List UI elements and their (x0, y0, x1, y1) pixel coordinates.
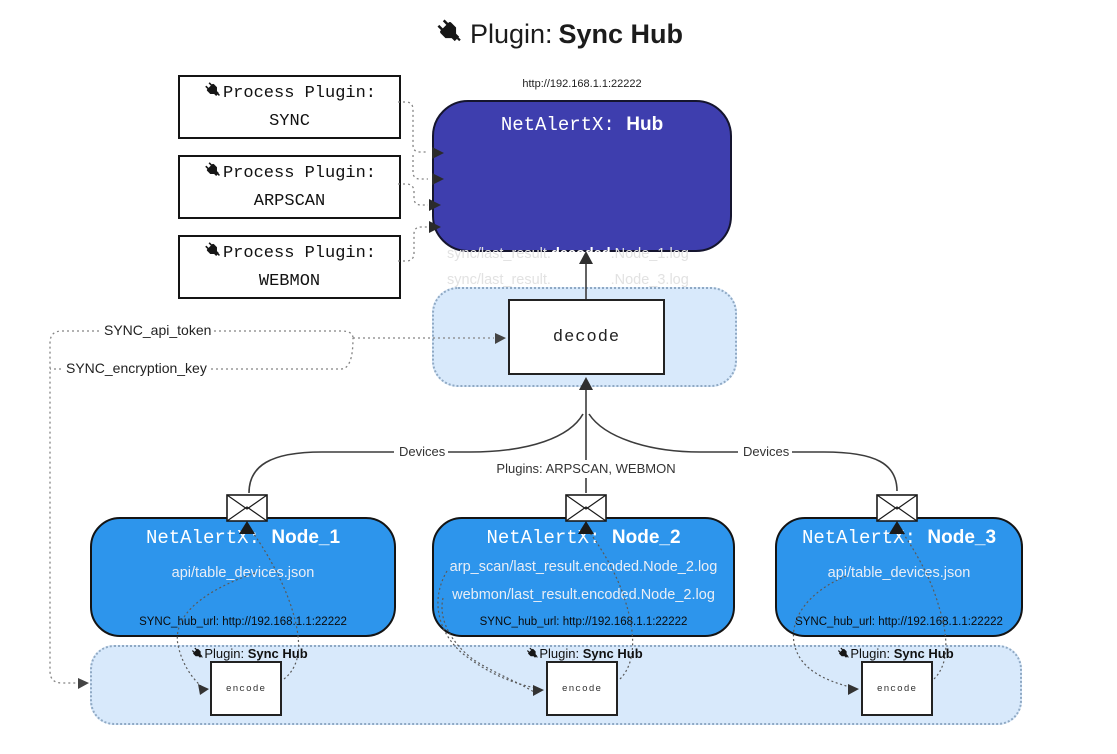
process-plugin-name: WEBMON (258, 271, 321, 291)
title-name: Sync Hub (558, 19, 684, 49)
page-title: Plugin: Sync Hub (0, 16, 1117, 53)
envelope-icon (876, 494, 918, 522)
hub-url-label: http://192.168.1.1:22222 (522, 78, 642, 90)
plugins-edge-label: Plugins: ARPSCAN, WEBMON (493, 461, 679, 476)
plug-icon (203, 160, 223, 189)
process-plugin-name: ARPSCAN (253, 191, 326, 211)
netalertx-hub-box: NetAlertX: Hub sync/last_result.decoded.… (432, 100, 732, 336)
decode-box: decode (508, 299, 665, 375)
title-prefix: Plugin: (469, 19, 553, 49)
process-plugin-label: Process Plugin: (222, 164, 377, 183)
hub-title: NetAlertX: Hub (500, 114, 664, 136)
netalertx-node3-box: NetAlertX: Node_3 api/table_devices.json… (775, 517, 1023, 637)
devices-edge-label: Devices (396, 444, 449, 459)
node-title: NetAlertX: Node_1 (145, 527, 341, 549)
plug-icon (203, 80, 223, 109)
node-hub-url: SYNC_hub_url: http://192.168.1.1:22222 (479, 616, 688, 628)
encode-label: encode (876, 683, 918, 694)
process-plugin-name: SYNC (269, 111, 310, 131)
encode-label: encode (225, 683, 267, 694)
encode-box: encode (861, 661, 933, 716)
node-file: api/table_devices.json (827, 565, 971, 581)
encode-box: encode (546, 661, 618, 716)
plug-icon (525, 646, 540, 661)
node-hub-url: SYNC_hub_url: http://192.168.1.1:22222 (139, 616, 347, 628)
encode-label: encode (561, 683, 603, 694)
plug-icon (434, 16, 465, 53)
process-plugin-webmon-box: Process Plugin: WEBMON (178, 235, 401, 299)
node-hub-url: SYNC_hub_url: http://192.168.1.1:22222 (795, 616, 1003, 628)
process-plugin-sync-box: Process Plugin: SYNC (178, 75, 401, 139)
plug-icon (190, 646, 205, 661)
node-plugin-label: Plugin: Sync Hub (190, 646, 308, 661)
encode-box: encode (210, 661, 282, 716)
hub-log-line: sync/last_result.decoded.Node_3.log (447, 272, 689, 288)
netalertx-node1-box: NetAlertX: Node_1 api/table_devices.json… (90, 517, 396, 637)
netalertx-node2-box: NetAlertX: Node_2 arp_scan/last_result.e… (432, 517, 735, 637)
hub-log-line: sync/last_result.decoded.Node_1.log (447, 246, 689, 262)
sync-api-token-label: SYNC_api_token (102, 322, 214, 338)
process-plugin-arpscan-box: Process Plugin: ARPSCAN (178, 155, 401, 219)
process-plugin-label: Process Plugin: (222, 244, 377, 263)
envelope-icon (226, 494, 268, 522)
node-plugin-label: Plugin: Sync Hub (525, 646, 643, 661)
plugin-hub-links (398, 101, 428, 262)
node-title: NetAlertX: Node_3 (801, 527, 997, 549)
sync-encryption-key-label: SYNC_encryption_key (64, 360, 209, 376)
plug-icon (836, 646, 851, 661)
node-file: arp_scan/last_result.encoded.Node_2.log (449, 559, 718, 575)
devices-edge-label: Devices (740, 444, 793, 459)
plug-icon (203, 240, 223, 269)
node-file: api/table_devices.json (171, 565, 315, 581)
envelope-icon (565, 494, 607, 522)
process-plugin-label: Process Plugin: (222, 84, 377, 103)
node-file: webmon/last_result.encoded.Node_2.log (452, 587, 715, 603)
decode-label: decode (552, 327, 621, 347)
node-plugin-label: Plugin: Sync Hub (836, 646, 954, 661)
node-title: NetAlertX: Node_2 (486, 527, 681, 549)
